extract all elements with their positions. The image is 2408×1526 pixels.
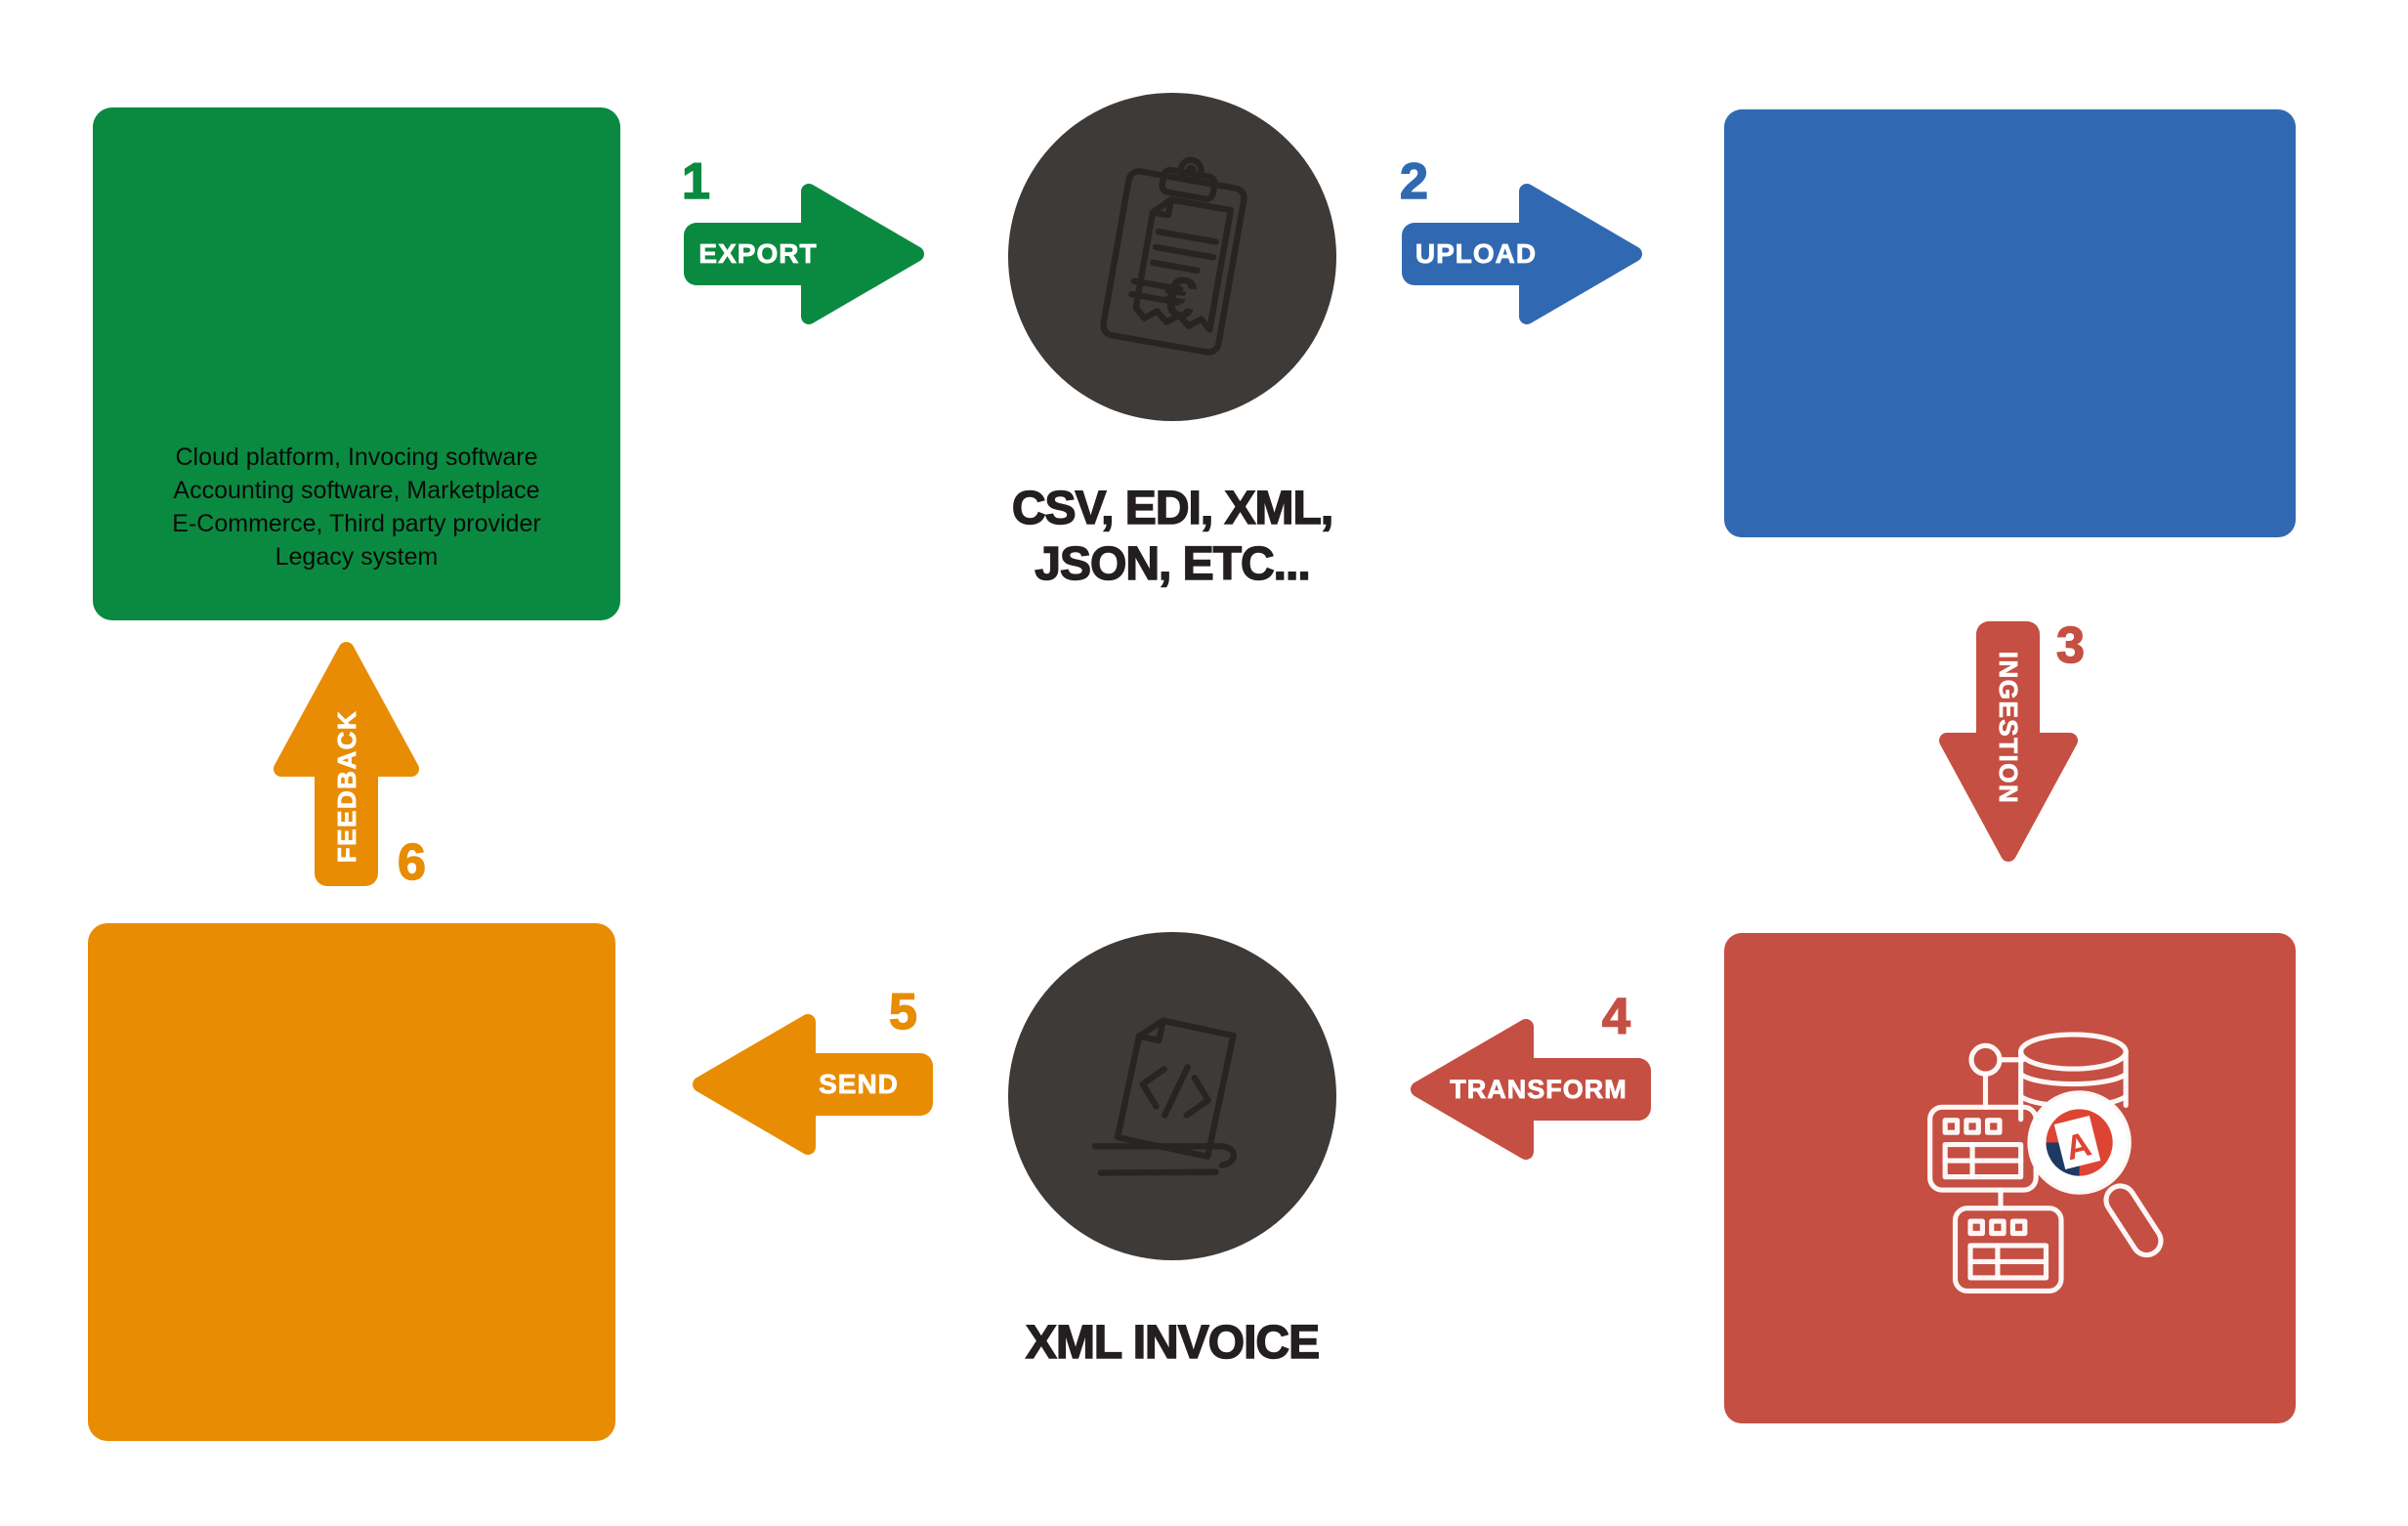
export-arrow-label: EXPORT — [698, 238, 818, 270]
send-arrow-label: SEND — [819, 1069, 899, 1100]
xml-invoice-circle — [1008, 932, 1336, 1260]
ingestion-arrow-label: INGESTION — [1994, 651, 2024, 805]
upload-target-box — [1724, 109, 2296, 537]
destination-box — [88, 923, 615, 1441]
source-systems-box: Cloud platform, Invocing software Accoun… — [93, 107, 620, 620]
euro-invoice-clipboard-icon: € — [1100, 156, 1247, 356]
source-line: Legacy system — [275, 543, 439, 571]
upload-arrow-label: UPLOAD — [1415, 238, 1538, 270]
left-arrow-icon — [1411, 1019, 1651, 1160]
send-arrow: 5 SEND — [679, 984, 943, 1182]
formats-caption: CSV, EDI, XML, JSON, ETC... — [830, 481, 1514, 592]
step-number: 6 — [397, 834, 426, 891]
xml-invoice-caption: XML INVOICE — [1025, 1316, 1321, 1370]
right-arrow-icon — [1402, 184, 1642, 324]
feedback-arrow: 6 FEEDBACK — [264, 630, 459, 894]
step-number: 1 — [681, 153, 710, 210]
step-number: 2 — [1399, 153, 1428, 210]
export-arrow: 1 EXPORT — [674, 153, 938, 352]
database-magnifier-extraction-icon: A — [1927, 1032, 2164, 1293]
step-number: 4 — [1601, 989, 1630, 1045]
right-arrow-icon — [684, 184, 924, 324]
source-line: Cloud platform, Invocing software — [175, 444, 538, 471]
xml-code-document-icon — [1091, 1017, 1237, 1176]
step-number: 3 — [2055, 617, 2085, 674]
file-formats-circle: € — [1008, 93, 1336, 421]
step-number: 5 — [888, 984, 917, 1040]
source-systems-text: Cloud platform, Invocing software Accoun… — [93, 441, 620, 573]
formats-caption-line1: CSV, EDI, XML, — [1011, 482, 1334, 535]
feedback-arrow-label: FEEDBACK — [332, 709, 362, 864]
processing-box: A — [1724, 933, 2296, 1423]
ingestion-arrow: 3 INGESTION — [1929, 615, 2125, 879]
left-arrow-icon — [693, 1014, 933, 1155]
up-arrow-icon — [274, 642, 419, 886]
upload-arrow: 2 UPLOAD — [1392, 153, 1656, 352]
source-line: Accounting software, Marketplace — [173, 477, 540, 504]
down-arrow-icon — [1939, 621, 2078, 862]
formats-caption-line2: JSON, ETC... — [1035, 537, 1312, 591]
transform-arrow-label: TRANSFORM — [1450, 1074, 1627, 1104]
source-line: E-Commerce, Third party provider — [172, 510, 541, 537]
transform-arrow: 4 TRANSFORM — [1397, 989, 1661, 1187]
